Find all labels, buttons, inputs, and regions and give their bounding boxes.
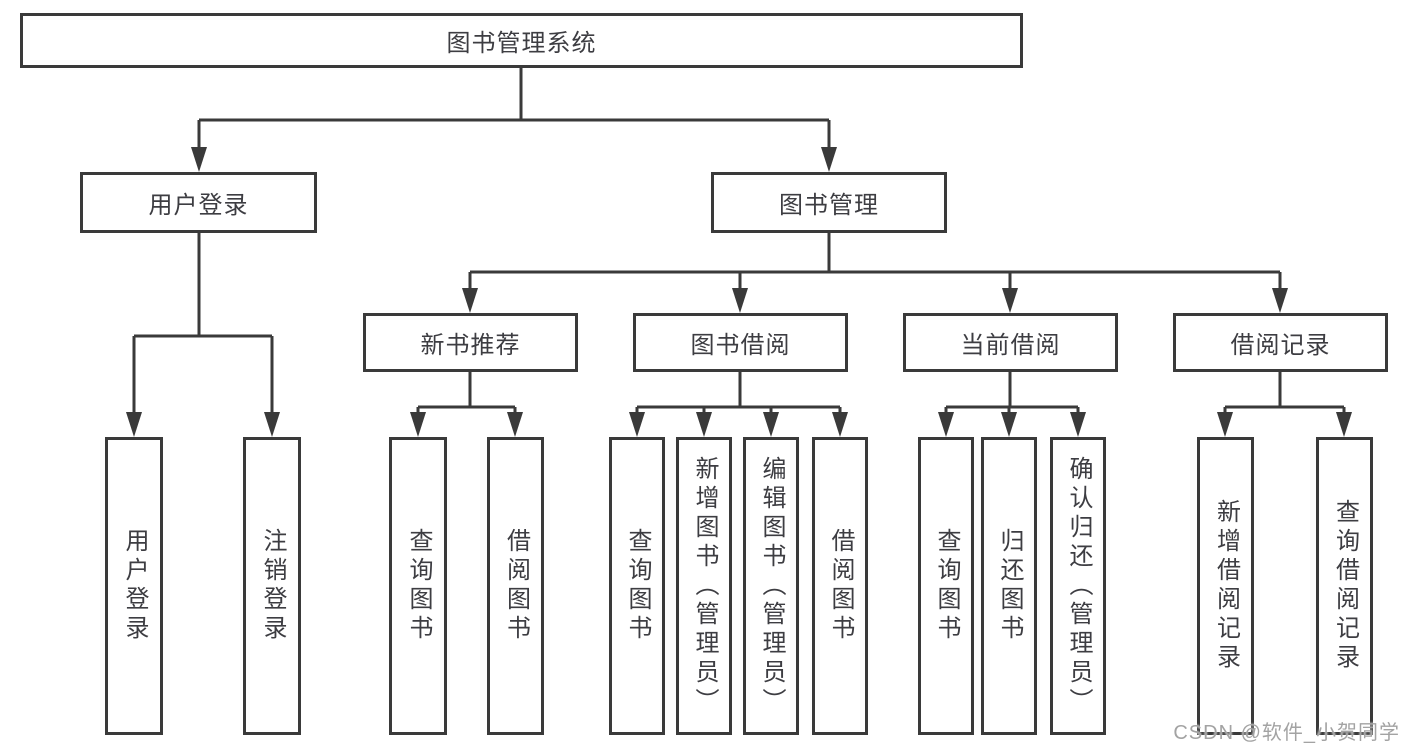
arrow-icon xyxy=(410,412,426,437)
leaf-label: 借阅图书 xyxy=(502,528,530,644)
leaf-label: 注销登录 xyxy=(259,528,286,644)
csdn-watermark: CSDN @软件_小贺同学 xyxy=(1173,722,1400,744)
arrowheads xyxy=(126,147,1352,437)
leaf-records-query-record: 查询借阅记录 xyxy=(1316,437,1373,735)
node-label: 图书管理系统 xyxy=(446,30,597,57)
leaf-current-return-book: 归还图书 xyxy=(981,437,1037,735)
leaf-label: 归还图书 xyxy=(996,528,1023,644)
node-label: 用户登录 xyxy=(148,192,249,219)
node-label: 当前借阅 xyxy=(960,332,1061,359)
node-borrowing-records: 借阅记录 xyxy=(1173,313,1388,372)
leaf-borrow-edit-book-admin: 编辑图书（管理员） xyxy=(743,437,799,735)
arrow-icon xyxy=(696,412,712,437)
leaf-borrow-query-book: 查询图书 xyxy=(609,437,665,735)
leaf-user-login: 用户登录 xyxy=(105,437,163,735)
edge-records-to-leaves xyxy=(1223,372,1346,415)
leaf-label: 借阅图书 xyxy=(827,528,854,644)
arrow-icon xyxy=(821,147,837,172)
leaf-newbook-query-book: 查询图书 xyxy=(389,437,447,735)
arrow-icon xyxy=(732,288,748,313)
arrow-icon xyxy=(126,412,142,437)
arrow-icon xyxy=(832,412,848,437)
node-book-management: 图书管理 xyxy=(711,172,947,233)
leaf-label: 新增图书（管理员） xyxy=(691,455,718,717)
node-label: 图书管理 xyxy=(779,192,879,219)
arrow-icon xyxy=(1001,412,1017,437)
arrow-icon xyxy=(1272,288,1288,313)
leaf-label: 用户登录 xyxy=(121,528,148,644)
node-label: 借阅记录 xyxy=(1230,332,1331,359)
edge-borrow-to-leaves xyxy=(635,372,842,415)
leaf-label: 新增借阅记录 xyxy=(1212,499,1240,673)
leaf-label: 确认归还（管理员） xyxy=(1065,455,1092,717)
edge-newbook-to-leaves xyxy=(416,372,517,415)
node-current-borrowing: 当前借阅 xyxy=(903,313,1118,372)
edge-root-to-level2 xyxy=(197,68,831,150)
edge-bookmgmt-to-level3 xyxy=(468,233,1282,291)
leaf-borrow-add-book-admin: 新增图书（管理员） xyxy=(676,437,732,735)
node-user-login: 用户登录 xyxy=(80,172,317,233)
leaf-newbook-borrow-book: 借阅图书 xyxy=(487,437,544,735)
leaf-current-confirm-return-admin: 确认归还（管理员） xyxy=(1050,437,1106,735)
arrow-icon xyxy=(1217,412,1233,437)
arrow-icon xyxy=(938,412,954,437)
leaf-label: 查询图书 xyxy=(933,528,960,644)
node-library-management-system: 图书管理系统 xyxy=(20,13,1023,68)
leaf-label: 编辑图书（管理员） xyxy=(758,455,785,717)
leaf-label: 查询图书 xyxy=(405,528,432,644)
arrow-icon xyxy=(462,288,478,313)
leaf-logout: 注销登录 xyxy=(243,437,301,735)
leaf-records-add-record: 新增借阅记录 xyxy=(1197,437,1254,735)
leaf-label: 查询借阅记录 xyxy=(1331,499,1359,673)
arrow-icon xyxy=(1002,288,1018,313)
leaf-current-query-book: 查询图书 xyxy=(918,437,974,735)
leaf-label: 查询图书 xyxy=(624,528,651,644)
arrow-icon xyxy=(1070,412,1086,437)
arrow-icon xyxy=(507,412,523,437)
arrow-icon xyxy=(264,412,280,437)
arrow-icon xyxy=(191,147,207,172)
arrow-icon xyxy=(629,412,645,437)
node-new-book-recommend: 新书推荐 xyxy=(363,313,578,372)
leaf-borrow-borrow-book: 借阅图书 xyxy=(812,437,868,735)
arrow-icon xyxy=(1336,412,1352,437)
node-label: 新书推荐 xyxy=(420,332,521,359)
node-book-borrowing: 图书借阅 xyxy=(633,313,848,372)
arrow-icon xyxy=(763,412,779,437)
edge-current-to-leaves xyxy=(944,372,1080,415)
node-label: 图书借阅 xyxy=(690,332,791,359)
edge-userlogin-to-leaves xyxy=(132,233,274,415)
